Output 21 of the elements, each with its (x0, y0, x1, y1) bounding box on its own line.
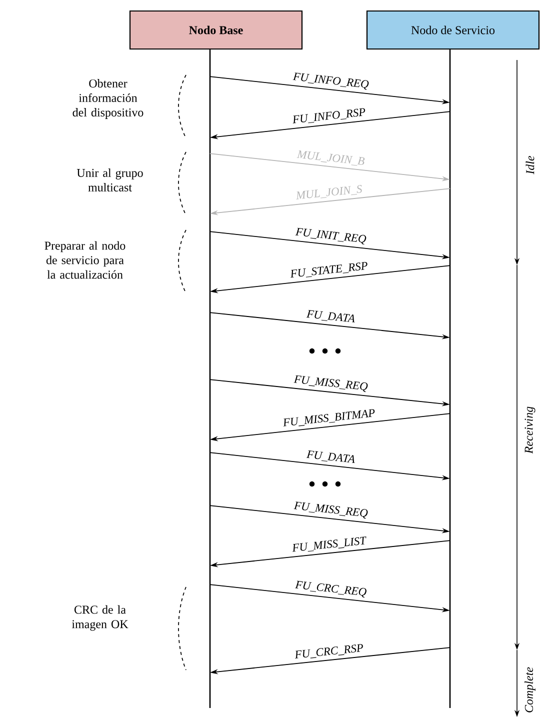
edge-label: FU_MISS_LIST (292, 536, 366, 552)
edge-label: FU_INFO_RSP (292, 108, 366, 124)
edge-label: FU_INFO_REQ (292, 72, 369, 90)
edge-label: FU_STATE_RSP (290, 262, 368, 278)
edge-label: MUL_JOIN_B (296, 150, 365, 166)
edge-label: FU_DATA (306, 310, 355, 322)
edge-label: FU_DATA (306, 450, 355, 463)
participant-box: Nodo Base (129, 10, 303, 50)
edge-label: MUL_JOIN_S (296, 185, 362, 200)
edge-label: FU_CRC_REQ (294, 580, 366, 598)
edge-label: FU_CRC_RSP (295, 644, 363, 658)
annotation-text: Obtener información del dispositivo (72, 79, 144, 119)
edge-label: FU_MISS_REQ (294, 502, 368, 519)
phase-label: Complete (524, 667, 536, 712)
edge-label: FU_INIT_REQ (295, 228, 366, 244)
phase-label: Idle (526, 156, 534, 174)
phase-label: Receiving (524, 406, 536, 454)
edge-label: FU_MISS_BITMAP (283, 409, 375, 426)
participant-box: Nodo de Servicio (366, 10, 540, 50)
annotation-text: Unir al grupo multicast (76, 168, 143, 192)
edge-label: FU_MISS_REQ (294, 375, 368, 392)
